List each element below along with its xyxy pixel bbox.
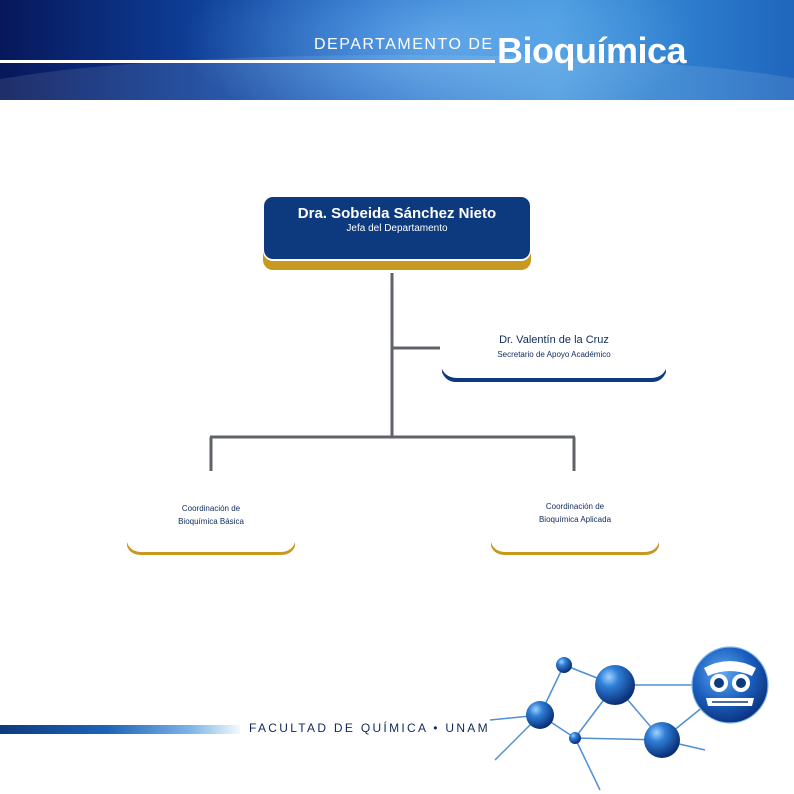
- footer-bar: [0, 725, 240, 734]
- banner-glow: [180, 0, 700, 100]
- secretary-name: Dr. Valentín de la Cruz: [499, 334, 609, 346]
- coord-basica-line1: Coordinación de: [181, 504, 241, 513]
- header-banner: DEPARTAMENTO DE Bioquímica: [0, 0, 794, 100]
- coord-basica: Coordinación de Bioquímica Básica: [127, 502, 295, 528]
- banner-rule: [0, 60, 495, 63]
- unam-owl-logo: [691, 646, 769, 724]
- head-role: Jefa del Departamento: [346, 223, 448, 234]
- coord-left-underline: [127, 542, 295, 555]
- dept-name: Bioquímica: [497, 30, 687, 71]
- molecule-graphic: [490, 646, 769, 791]
- coord-aplicada-line2: Bioquímica Aplicada: [538, 515, 612, 524]
- head-node-card: [263, 196, 531, 260]
- footer-institution: FACULTAD DE QUÍMICA • UNAM: [249, 721, 490, 735]
- coord-basica-line2: Bioquímica Básica: [178, 517, 244, 526]
- secretary-role: Secretario de Apoyo Académico: [497, 350, 611, 359]
- coord-aplicada: Coordinación de Bioquímica Aplicada: [491, 500, 659, 526]
- coord-aplicada-line1: Coordinación de: [545, 502, 605, 511]
- head-node: Dra. Sobeida Sánchez Nieto Jefa del Depa…: [263, 196, 531, 270]
- dept-prefix: DEPARTAMENTO DE: [314, 36, 494, 53]
- coord-right-underline: [491, 542, 659, 555]
- head-name: Dra. Sobeida Sánchez Nieto: [297, 205, 497, 222]
